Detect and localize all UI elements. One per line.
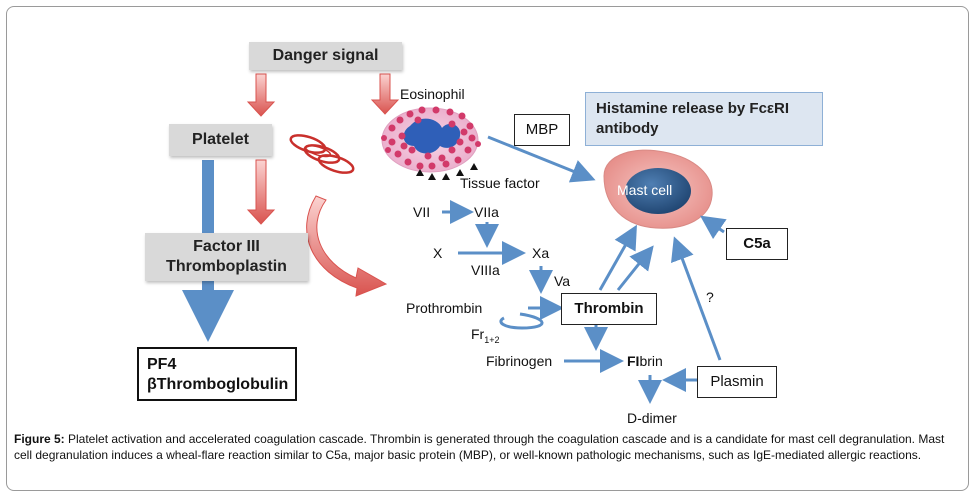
red-arrow-danger-to-eosinophil [370,73,400,115]
pf4-box: PF4 βThromboglobulin [137,347,297,401]
c5a-label: C5a [743,235,771,252]
arrow-thrombin-to-mast-cell-left [598,224,637,291]
fibrin-bold: FI [627,353,640,369]
fibrin-label: FIbrin [627,354,663,368]
fr-text: Fr [471,326,485,342]
histamine-box: Histamine release by FcεRI antibody [585,92,823,146]
fibrinogen-label: Fibrinogen [486,353,553,369]
fr-label: Fr1+2 [471,327,500,345]
red-arrow-platelet-to-factor [246,159,276,225]
plasmin-label: Plasmin [710,373,764,390]
thrombin-label: Thrombin [574,300,644,317]
histamine-line-1: Histamine release by FcεRI [596,100,790,117]
viiia-label: VIIIa [471,262,500,278]
d-dimer-label: D-dimer [627,410,677,426]
mbp-label: MBP [525,121,559,138]
arrow-c5a-to-mast-cell [700,215,727,240]
caption-text: Platelet activation and accelerated coag… [14,432,945,462]
x-label: X [433,245,443,261]
question-mark-label: ? [706,289,714,305]
factor-iii-label: Factor III [193,238,260,255]
arrow-fr-loop [499,312,544,330]
c5a-box: C5a [726,228,788,260]
red-arrow-danger-to-platelet [246,73,276,117]
platelet-label: Platelet [192,131,249,148]
danger-signal-box: Danger signal [249,42,402,70]
arrow-thrombin-to-mast-cell-right [616,245,654,291]
curved-red-arrow [306,195,388,297]
fr-subscript: 1+2 [484,334,500,345]
arrow-plasmin-to-mast-cell [671,236,722,361]
va-label: Va [554,273,571,289]
histamine-line-2: antibody [596,120,659,137]
prothrombin-label: Prothrombin [406,300,483,316]
arrow-eosinophil-to-mast-cell [487,135,596,183]
factor-iii-box: Factor III Thromboplastin [145,233,308,281]
platelet-box: Platelet [169,124,272,156]
eosinophil-cell-icon [381,106,481,180]
thrombin-box: Thrombin [561,293,657,325]
mast-cell-icon [603,149,713,229]
mast-cell-label: Mast cell [617,182,673,198]
figure-caption: Figure 5: Platelet activation and accele… [14,431,959,463]
plasmin-box: Plasmin [697,366,777,398]
vii-label: VII [413,204,431,220]
tissue-factor-label: Tissue factor [460,175,540,191]
mbp-box: MBP [514,114,570,146]
pf4-label: PF4 [147,356,177,373]
xa-label: Xa [532,245,550,261]
platelet-rings-icon [289,134,355,174]
fibrin-rest: brin [639,353,663,369]
danger-signal-label: Danger signal [272,47,379,64]
eosinophil-label: Eosinophil [400,86,465,102]
thromboplastin-label: Thromboplastin [166,258,287,275]
viia-label: VIIa [474,204,499,220]
beta-thromboglobulin-label: βThromboglobulin [147,376,289,393]
caption-label: Figure 5: [14,432,65,446]
